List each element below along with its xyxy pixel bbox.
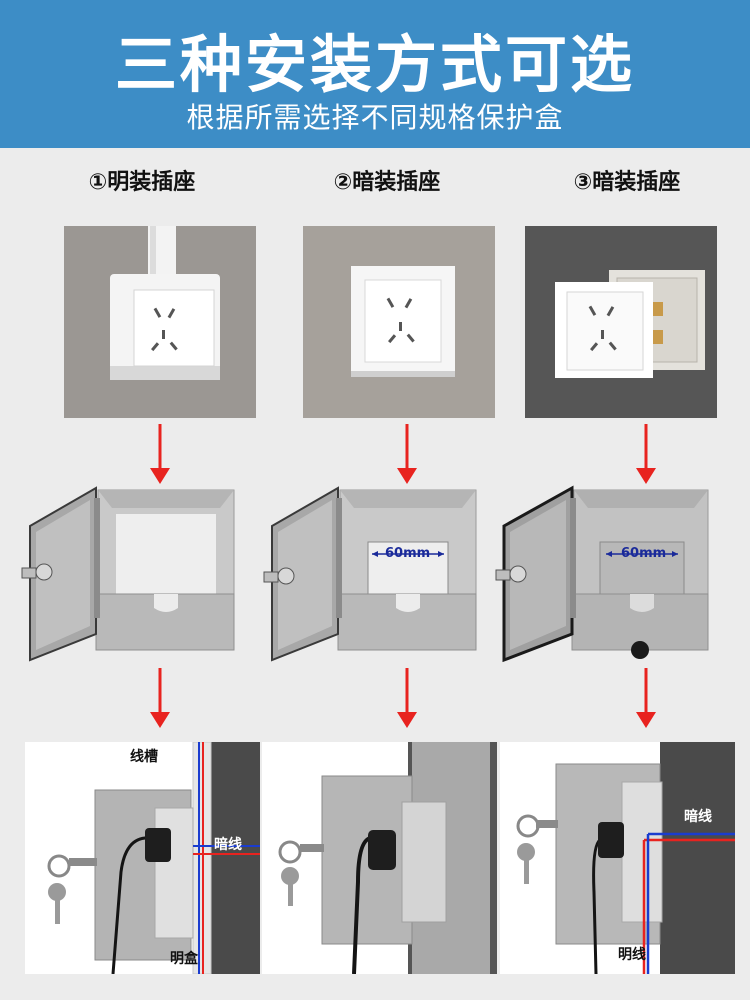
label-concealed-wire: 暗线 [684, 809, 712, 825]
label-exposed-wire: 明线 [618, 947, 646, 963]
down-arrow-icon [150, 668, 170, 728]
cutaway-flush-conduit-install [500, 742, 735, 974]
header-banner: 三种安装方式可选 根据所需选择不同规格保护盒 [0, 0, 750, 148]
column-2-title: ②暗装插座 [333, 170, 441, 195]
column-3-title: ③暗装插座 [573, 170, 681, 195]
down-arrow-icon [636, 424, 656, 484]
socket-front-back-photo [525, 226, 717, 418]
page-title: 三种安装方式可选 [114, 28, 635, 101]
surface-socket-photo [64, 226, 256, 418]
down-arrow-icon [636, 668, 656, 728]
down-arrow-icon [397, 424, 417, 484]
down-arrow-icon [397, 668, 417, 728]
down-arrow-icon [150, 424, 170, 484]
flush-socket-photo [303, 226, 495, 418]
column-1-title: ①明装插座 [88, 170, 196, 195]
stainless-box-surface [20, 484, 246, 664]
stainless-box-flush [262, 484, 488, 664]
cutaway-surface-install [25, 742, 260, 974]
box-2-dimension-label: 60mm [385, 546, 431, 561]
page-subtitle: 根据所需选择不同规格保护盒 [186, 101, 564, 134]
stainless-box-flush-conduit [494, 484, 720, 664]
label-surface-box: 明盒 [170, 951, 198, 967]
label-cable-trunking: 线槽 [130, 749, 158, 765]
box-3-dimension-label: 60mm [621, 546, 667, 561]
label-concealed-wire: 暗线 [214, 837, 242, 853]
cutaway-flush-install [262, 742, 497, 974]
